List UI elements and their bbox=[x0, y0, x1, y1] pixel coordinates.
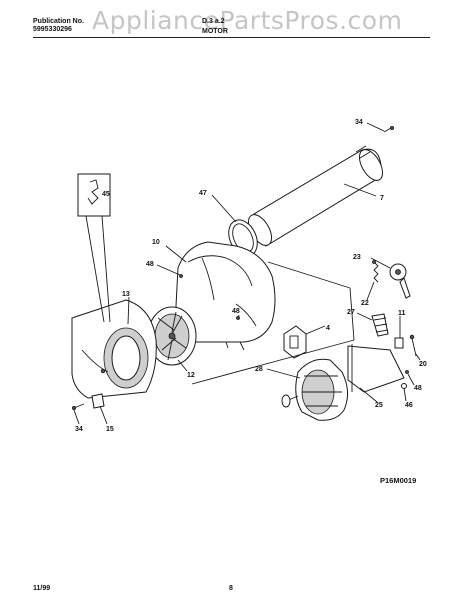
callout-4: 4 bbox=[326, 325, 330, 332]
callout-28: 28 bbox=[255, 366, 263, 373]
callout-22: 22 bbox=[361, 300, 369, 307]
callout-25: 25 bbox=[375, 402, 383, 409]
callout-7: 7 bbox=[380, 195, 384, 202]
figure-code: P16M0019 bbox=[380, 476, 417, 485]
publication-number: 5995330296 bbox=[33, 26, 72, 33]
callout-27: 27 bbox=[347, 309, 355, 316]
blower-wheel[interactable] bbox=[147, 306, 197, 366]
screw-34-bottom[interactable] bbox=[72, 403, 85, 410]
clip-15[interactable] bbox=[91, 393, 105, 409]
screw-34-top[interactable] bbox=[383, 126, 394, 133]
idler-pulley[interactable] bbox=[389, 263, 411, 299]
callout-45: 45 bbox=[102, 191, 110, 198]
motor-bracket[interactable] bbox=[283, 325, 307, 359]
callout-47: 47 bbox=[199, 190, 207, 197]
front-panel[interactable] bbox=[71, 299, 157, 399]
base-plane-lines bbox=[191, 261, 355, 385]
footer-date: 11/99 bbox=[33, 585, 51, 592]
screw-48[interactable] bbox=[405, 370, 409, 374]
idler-stud[interactable] bbox=[394, 337, 404, 349]
callout-20: 20 bbox=[419, 361, 427, 368]
motor-mount-plate[interactable] bbox=[347, 344, 405, 393]
bolt-20[interactable] bbox=[409, 334, 417, 357]
callout-48-a: 48 bbox=[146, 261, 154, 268]
callout-34-bottom: 34 bbox=[75, 426, 83, 433]
callout-48-c: 48 bbox=[414, 385, 422, 392]
idler-lever[interactable] bbox=[371, 313, 389, 337]
nut-46[interactable] bbox=[401, 383, 407, 389]
blower-duct-tube[interactable] bbox=[244, 145, 388, 249]
callout-12: 12 bbox=[187, 372, 195, 379]
callout-10: 10 bbox=[152, 239, 160, 246]
publication-label: Publication No. bbox=[33, 18, 84, 25]
drive-motor[interactable] bbox=[281, 358, 348, 421]
section-title: MOTOR bbox=[202, 28, 228, 35]
callout-11: 11 bbox=[398, 310, 406, 317]
bracket-detail-box[interactable] bbox=[77, 173, 111, 323]
page-number: 8 bbox=[229, 585, 233, 592]
callout-46: 46 bbox=[405, 402, 413, 409]
leader-lines bbox=[73, 122, 421, 425]
model-number: D.3 a.2 bbox=[202, 18, 225, 25]
callout-48-b: 48 bbox=[232, 308, 240, 315]
watermark: AppliancePartsPros.com bbox=[92, 6, 403, 35]
idler-spring[interactable] bbox=[372, 260, 379, 283]
callout-34-top: 34 bbox=[355, 119, 363, 126]
callout-23: 23 bbox=[353, 254, 361, 261]
callout-15: 15 bbox=[106, 426, 114, 433]
callout-13: 13 bbox=[122, 291, 130, 298]
header-rule bbox=[33, 37, 430, 38]
